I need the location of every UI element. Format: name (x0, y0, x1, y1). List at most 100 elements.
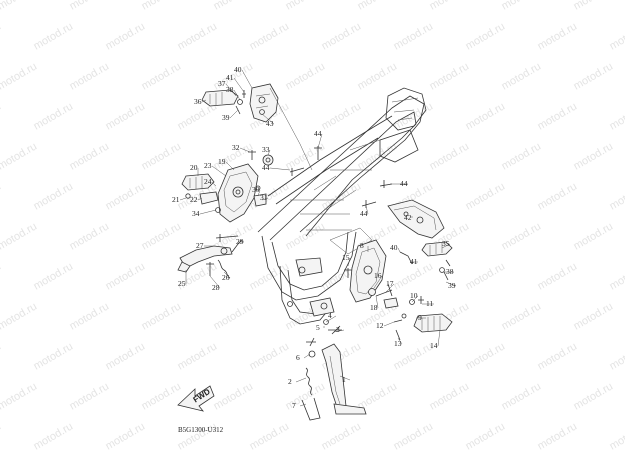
leader-line (347, 257, 351, 267)
leader-line (239, 147, 251, 153)
leader-line (375, 295, 379, 309)
leader-line (261, 113, 275, 125)
watermark-text: motod.ru (32, 100, 76, 132)
watermark-text: motod.ru (0, 100, 3, 132)
watermark-text: motod.ru (500, 60, 544, 92)
watermark-text: motod.ru (608, 20, 625, 52)
watermark-text: motod.ru (320, 20, 364, 52)
watermark-text: motod.ru (68, 380, 112, 412)
watermark-text: motod.ru (0, 260, 3, 292)
callout-8: 8 (360, 241, 364, 250)
callout-19: 19 (218, 157, 226, 166)
leader-line (385, 283, 395, 293)
leader-line (257, 189, 261, 197)
watermark-text: motod.ru (248, 340, 292, 372)
watermark-layer: motod.ru motod.ru motod.ru motod.ru motod.ru… (0, 0, 625, 453)
callout-7: 7 (292, 401, 296, 410)
callout-43: 43 (266, 119, 274, 128)
watermark-text: motod.ru (104, 340, 148, 372)
rear-footrest-bracket-right (387, 199, 453, 281)
watermark-text: motod.ru (356, 0, 400, 13)
leader-line (445, 281, 457, 287)
leader-line (261, 197, 269, 201)
leader-line (211, 165, 227, 177)
watermark-text: motod.ru (464, 180, 508, 212)
callout-15: 15 (342, 253, 350, 262)
leader-line (333, 329, 345, 333)
leader-line (299, 403, 307, 407)
callout-4: 4 (328, 311, 332, 320)
callout-37: 37 (218, 79, 226, 88)
watermark-text: motod.ru (572, 380, 616, 412)
watermark-text: motod.ru (212, 0, 256, 13)
callout-34: 34 (192, 209, 200, 218)
watermark-text: motod.ru (68, 0, 112, 13)
watermark-text: motod.ru (68, 300, 112, 332)
callout-5: 5 (316, 323, 320, 332)
callout-13: 13 (394, 339, 402, 348)
callout-38: 38 (226, 85, 234, 94)
watermark-text: motod.ru (32, 420, 76, 452)
callout-3: 3 (336, 325, 340, 334)
callout-6: 6 (296, 353, 300, 362)
leader-line (225, 83, 237, 97)
watermark-text: motod.ru (0, 20, 3, 52)
watermark-text: motod.ru (32, 180, 76, 212)
watermark-text: motod.ru (500, 300, 544, 332)
callout-36: 36 (194, 97, 202, 106)
callout-44: 44 (400, 179, 408, 188)
watermark-text: motod.ru (500, 220, 544, 252)
leader-line (317, 133, 323, 149)
watermark-text: motod.ru (320, 420, 364, 452)
callout-11: 11 (426, 299, 433, 308)
leader-line (295, 377, 307, 383)
watermark-text: motod.ru (392, 20, 436, 52)
watermark-text: motod.ru (284, 140, 328, 172)
leader-line (211, 181, 217, 187)
watermark-text: motod.ru (536, 260, 580, 292)
diagram-code: B5G1300-U312 (178, 426, 224, 434)
watermark-text: motod.ru (104, 180, 148, 212)
callout-44: 44 (262, 163, 270, 172)
rear-footrest-bracket-left (201, 83, 313, 171)
watermark-text: motod.ru (536, 100, 580, 132)
watermark-text: motod.ru (32, 260, 76, 292)
watermark-text: motod.ru (428, 140, 472, 172)
watermark-text: motod.ru (608, 420, 625, 452)
callout-41: 41 (226, 73, 234, 82)
callout-44: 44 (360, 209, 368, 218)
watermark-text: motod.ru (356, 60, 400, 92)
watermark-text: motod.ru (104, 420, 148, 452)
leader-line (397, 247, 401, 253)
leader-line (303, 353, 311, 359)
watermark-text: motod.ru (0, 140, 39, 172)
callout-21: 21 (172, 195, 180, 204)
leader-line (267, 149, 271, 156)
watermark-text: motod.ru (572, 220, 616, 252)
watermark-text: motod.ru (140, 300, 184, 332)
leader-line (411, 295, 419, 303)
watermark-text: motod.ru (320, 180, 364, 212)
callout-1: 1 (342, 375, 346, 384)
watermark-text: motod.ru (212, 380, 256, 412)
callout-2: 2 (288, 377, 292, 386)
watermark-text: motod.ru (140, 60, 184, 92)
watermark-text: motod.ru (0, 420, 3, 452)
right-footpeg (393, 296, 453, 341)
leader-line (233, 77, 245, 93)
watermark-text: motod.ru (572, 0, 616, 13)
leader-line (199, 209, 217, 215)
brake-pedal-assembly (177, 234, 243, 279)
watermark-text: motod.ru (536, 420, 580, 452)
callout-14: 14 (430, 341, 438, 350)
watermark-text: motod.ru (428, 380, 472, 412)
watermark-text: motod.ru (356, 140, 400, 172)
leader-line (325, 315, 337, 323)
watermark-text: motod.ru (284, 220, 328, 252)
watermark-text: motod.ru (32, 20, 76, 52)
watermark-text: motod.ru (536, 340, 580, 372)
leader-line (365, 205, 369, 215)
watermark-text: motod.ru (140, 220, 184, 252)
leader-lines (179, 69, 457, 407)
